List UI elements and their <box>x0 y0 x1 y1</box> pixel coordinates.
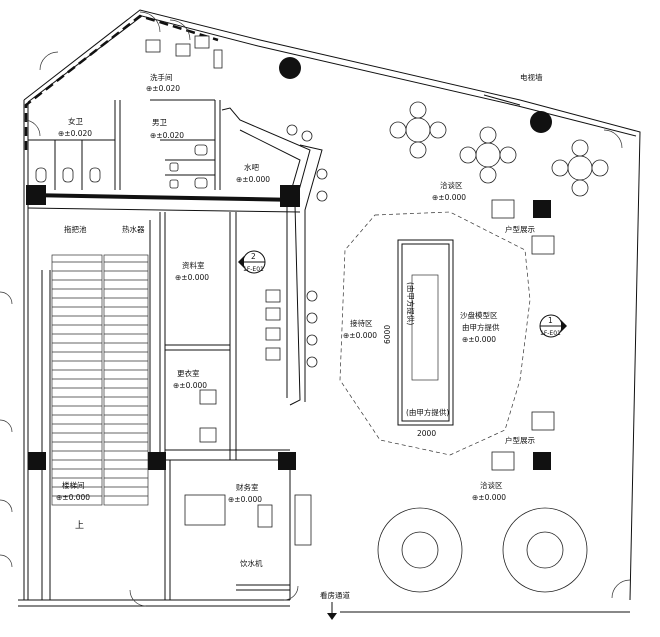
label-tv-wall: 电视墙 <box>520 72 543 82</box>
label-unit-display-bottom: 户型展示 <box>505 435 535 445</box>
elevation-female-wc: ⊕±0.020 <box>58 129 92 138</box>
label-house-viewing-passage: 看房通道 <box>320 590 350 600</box>
chair <box>551 159 569 177</box>
unit-display-stands <box>491 199 555 471</box>
model-provided-horizontal: (由甲方提供) <box>406 407 449 417</box>
elevation-negotiation-south: ⊕±0.000 <box>472 493 506 502</box>
elevation-archive: ⊕±0.000 <box>175 273 209 282</box>
room-name-sandtable: 沙盘模型区 <box>460 310 498 320</box>
finance-desk <box>184 494 312 546</box>
room-name-locker: 更衣室 <box>177 368 200 378</box>
room-name-archive: 资料室 <box>182 260 205 270</box>
chair <box>409 101 427 119</box>
room-name-female-wc: 女卫 <box>68 116 83 126</box>
elevation-water-bar: ⊕±0.000 <box>236 175 270 184</box>
chair <box>429 121 447 139</box>
elevation-reception: ⊕±0.000 <box>343 331 377 340</box>
chair <box>499 146 517 164</box>
elevation-mark-1: 1 1F-E01 <box>539 314 567 338</box>
chair <box>409 141 427 159</box>
washroom-sinks <box>145 35 223 69</box>
stair-tread-lines <box>52 261 148 497</box>
room-name-male-wc: 男卫 <box>152 118 167 127</box>
chair <box>459 146 477 164</box>
stair-treads <box>51 254 149 506</box>
sandtable-model <box>339 211 531 456</box>
elevation-negotiation-north: ⊕±0.000 <box>432 193 466 202</box>
elevation-washroom: ⊕±0.020 <box>146 84 180 93</box>
tv-wall <box>483 94 521 106</box>
room-name-reception: 接待区 <box>350 318 373 328</box>
elevation-locker: ⊕±0.000 <box>173 381 207 390</box>
room-name-negotiation-south: 洽谈区 <box>480 480 503 490</box>
room-name-negotiation-north: 洽谈区 <box>440 180 463 190</box>
negotiation-sofas-south <box>377 507 588 593</box>
elevation-sandtable: ⊕±0.000 <box>462 335 496 344</box>
male-toilet-stalls <box>160 139 215 189</box>
interior-walls <box>27 99 301 600</box>
reception-stools <box>265 124 328 368</box>
room-name-water-bar: 水吧 <box>244 162 259 172</box>
svg-text:1F-E01: 1F-E01 <box>540 330 561 337</box>
svg-text:1F-E01: 1F-E01 <box>243 266 264 273</box>
chair <box>571 139 589 157</box>
structural-columns <box>26 57 552 470</box>
label-mop-pool: 拖把池 <box>64 224 87 234</box>
room-name-washroom: 洗手间 <box>150 72 173 82</box>
curtain-wall <box>24 14 219 150</box>
label-water-dispenser: 饮水机 <box>240 558 263 568</box>
room-name-stairwell: 楼梯间 <box>62 480 85 490</box>
water-bar-counter <box>221 107 323 406</box>
model-dim-width: 2000 <box>417 429 436 438</box>
sandtable-note: 由甲方提供 <box>462 322 500 332</box>
locker-furniture <box>199 389 217 443</box>
elevation-male-wc: ⊕±0.020 <box>150 131 184 140</box>
svg-text:1: 1 <box>548 316 553 325</box>
chair <box>389 121 407 139</box>
label-unit-display-top: 户型展示 <box>505 224 535 234</box>
chair <box>479 126 497 144</box>
model-dim-length: 6000 <box>383 325 392 344</box>
entrance-arrow <box>327 602 337 620</box>
label-water-heater: 热水器 <box>122 224 145 234</box>
elevation-stairwell: ⊕±0.000 <box>56 493 90 502</box>
room-name-finance: 财务室 <box>236 482 259 492</box>
negotiation-tables-north <box>389 101 609 197</box>
model-provided-vertical: (由甲方提供) <box>406 282 416 325</box>
door-swings <box>0 11 631 607</box>
elevation-finance: ⊕±0.000 <box>228 495 262 504</box>
chair <box>591 159 609 177</box>
svg-text:2: 2 <box>251 252 256 261</box>
chair <box>479 166 497 184</box>
chair <box>571 179 589 197</box>
label-stair-up: 上 <box>75 520 84 531</box>
female-toilet-stalls <box>28 139 115 190</box>
elevation-mark-2: 2 1F-E01 <box>238 250 266 274</box>
